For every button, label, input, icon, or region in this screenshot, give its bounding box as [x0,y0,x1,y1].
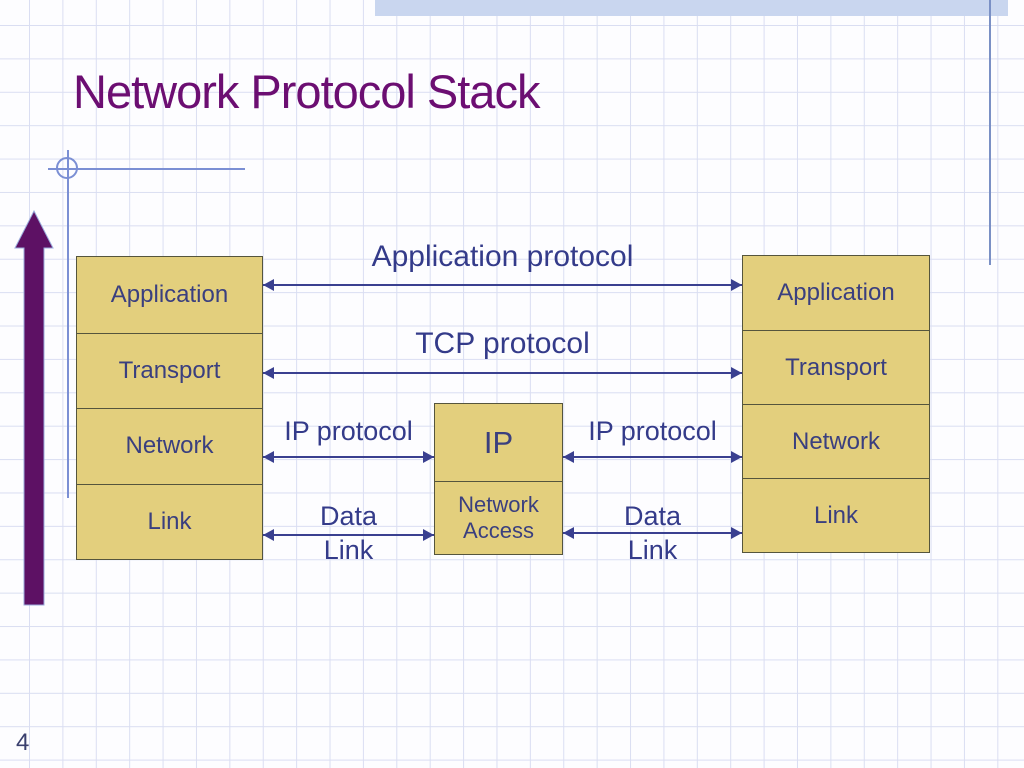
accent-circle [56,157,78,179]
data-link-label-left: Data Link [263,499,434,567]
data-link-label-left-text: Data Link [319,501,378,565]
data-link-arrow-right [563,527,742,539]
data-link-label-right: Data Link [563,499,742,567]
router-network-access-cell: Network Access [435,481,562,554]
application-protocol-arrow [263,279,742,291]
left-protocol-stack: Application Transport Network Link [76,256,263,560]
page-number: 4 [16,729,30,756]
left-layer-link: Link [77,483,262,560]
left-layer-application: Application [110,280,229,308]
ip-protocol-arrow-left [263,451,434,463]
left-layer-transport: Transport [77,332,262,409]
up-arrow-icon [14,209,54,606]
right-layer-application: Application [777,279,895,306]
router-box: IP Network Access [434,403,563,555]
tcp-protocol-label: TCP protocol [415,327,590,360]
ip-protocol-label-right: IP protocol [588,416,717,446]
accent-vertical-line [67,150,69,498]
top-accent-band [375,0,1008,16]
left-layer-network: Network [77,408,262,484]
application-protocol-label: Application protocol [371,240,634,273]
data-link-arrow-left [263,529,434,541]
data-link-label-right-text: Data Link [623,501,682,565]
right-accent-line [989,0,991,265]
right-layer-transport: Transport [743,330,929,404]
right-layer-network: Network [743,404,929,478]
router-network-access-label: Network Access [458,492,539,543]
ip-protocol-label-left: IP protocol [284,416,413,446]
right-protocol-stack: Application Transport Network Link [742,255,930,553]
accent-horizontal-line [48,168,245,170]
ip-protocol-arrow-right [563,451,742,463]
tcp-protocol-arrow [263,367,742,379]
slide-title: Network Protocol Stack [73,65,540,118]
router-ip-cell: IP [483,424,514,460]
right-layer-link: Link [743,478,929,552]
